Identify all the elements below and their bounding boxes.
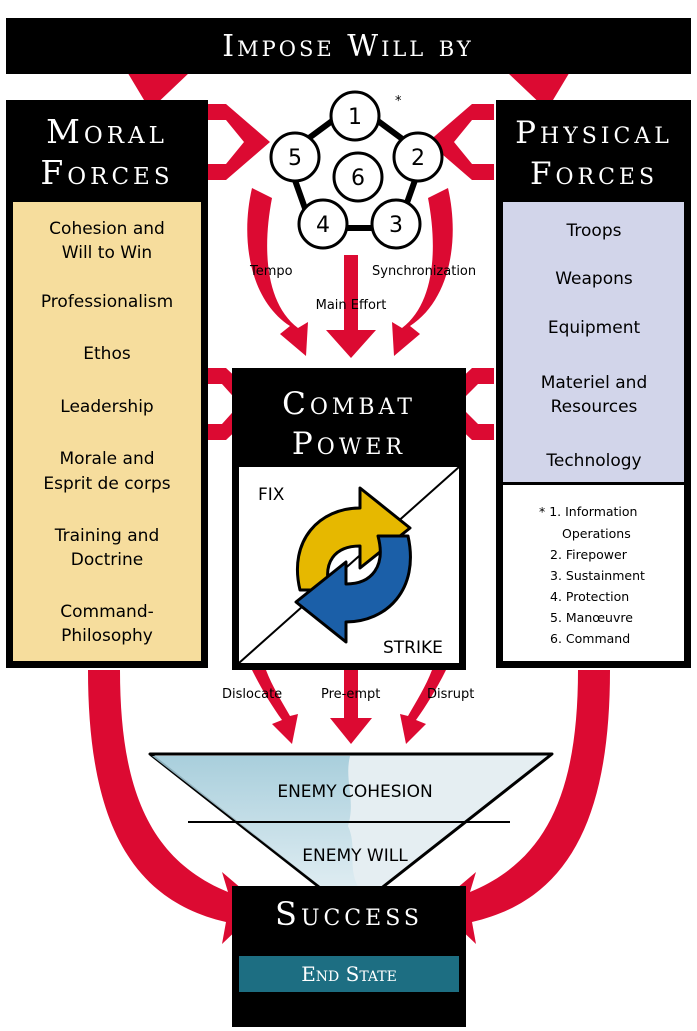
node-label: 6 xyxy=(351,166,365,191)
main-effort-label: Main Effort xyxy=(316,298,387,313)
legend-item: 3. Sustainment xyxy=(550,568,645,583)
moral-item: Leadership xyxy=(60,397,153,417)
function-node-5 xyxy=(269,131,321,183)
combat-title-line1: Combat xyxy=(282,386,416,422)
legend-item: 6. Command xyxy=(550,631,630,646)
success-title: Success xyxy=(275,895,423,933)
functions-asterisk: * xyxy=(395,94,402,109)
arrow-main-effort xyxy=(326,255,376,358)
moral-title-line1: Moral xyxy=(46,112,168,151)
enemy-triangle: ENEMY COHESION ENEMY WILL xyxy=(148,752,554,914)
node-label: 5 xyxy=(288,146,302,171)
arrow-disrupt xyxy=(400,670,446,744)
node-label: 1 xyxy=(348,105,362,130)
moral-item: Professionalism xyxy=(41,292,173,312)
disrupt-label: Disrupt xyxy=(427,687,474,702)
node-label: 4 xyxy=(316,213,330,238)
combat-functions: 1 2 3 4 5 6 * xyxy=(269,90,444,250)
moral-item: Will to Win xyxy=(62,243,152,263)
physical-item: Materiel and xyxy=(541,373,648,393)
node-label: 3 xyxy=(389,213,403,238)
physical-item: Weapons xyxy=(555,269,633,289)
preempt-label: Pre-empt xyxy=(321,687,380,702)
enemy-will-label: ENEMY WILL xyxy=(302,846,408,866)
success-panel: Success End State xyxy=(232,886,466,1027)
moral-item: Training and xyxy=(54,526,159,546)
end-state-label: End State xyxy=(301,962,397,986)
moral-item: Morale and xyxy=(59,449,154,469)
moral-forces-panel: Moral Forces Cohesion and Will to Win Pr… xyxy=(6,100,208,668)
strike-label: STRIKE xyxy=(383,638,443,658)
dislocate-label: Dislocate xyxy=(222,687,282,702)
physical-forces-panel: Physical Forces Troops Weapons Equipment… xyxy=(496,100,691,668)
physical-title-line1: Physical xyxy=(515,115,673,151)
synchronization-label: Synchronization xyxy=(372,264,476,279)
moral-item: Esprit de corps xyxy=(43,474,170,494)
function-node-3 xyxy=(370,198,422,250)
moral-item: Ethos xyxy=(83,344,131,364)
legend-item: Operations xyxy=(562,526,631,541)
physical-item: Resources xyxy=(551,397,638,417)
arrow-synchronization xyxy=(392,188,453,356)
flow-arrows xyxy=(88,18,610,944)
combat-power-panel: Combat Power FIX STRIKE xyxy=(232,368,466,670)
legend-item: 2. Firepower xyxy=(550,547,628,562)
arrow-preempt xyxy=(330,668,372,744)
strike-cycle-arrow xyxy=(294,534,412,644)
physical-item: Technology xyxy=(545,451,641,471)
function-node-2 xyxy=(392,131,444,183)
node-label: 2 xyxy=(411,146,425,171)
moral-item: Cohesion and xyxy=(49,219,165,239)
arrow-dislocate xyxy=(252,670,298,744)
arrow-tempo xyxy=(247,188,308,356)
banner-title: Impose Will by xyxy=(222,29,473,64)
legend-item: 4. Protection xyxy=(550,589,629,604)
physical-item: Equipment xyxy=(548,318,641,338)
arrow-moral-to-functions xyxy=(206,104,270,180)
enemy-cohesion-label: ENEMY COHESION xyxy=(277,782,432,802)
moral-title-line2: Forces xyxy=(40,153,173,192)
impose-will-banner: Impose Will by xyxy=(6,18,691,74)
tempo-label: Tempo xyxy=(249,264,293,279)
physical-item: Troops xyxy=(566,221,622,241)
legend-item: * 1. Information xyxy=(539,504,637,519)
function-node-4 xyxy=(297,198,349,250)
combat-title-line2: Power xyxy=(292,426,406,462)
moral-item: Doctrine xyxy=(71,550,143,570)
legend-item: 5. Manœuvre xyxy=(550,610,633,625)
arrow-physical-to-functions xyxy=(428,104,494,180)
fix-label: FIX xyxy=(258,485,285,505)
physical-title-line2: Forces xyxy=(530,156,658,192)
moral-item: Philosophy xyxy=(61,626,153,646)
function-node-6 xyxy=(332,151,384,203)
moral-item: Command- xyxy=(60,602,154,622)
fix-cycle-arrow xyxy=(296,486,412,592)
function-node-1 xyxy=(329,90,381,142)
